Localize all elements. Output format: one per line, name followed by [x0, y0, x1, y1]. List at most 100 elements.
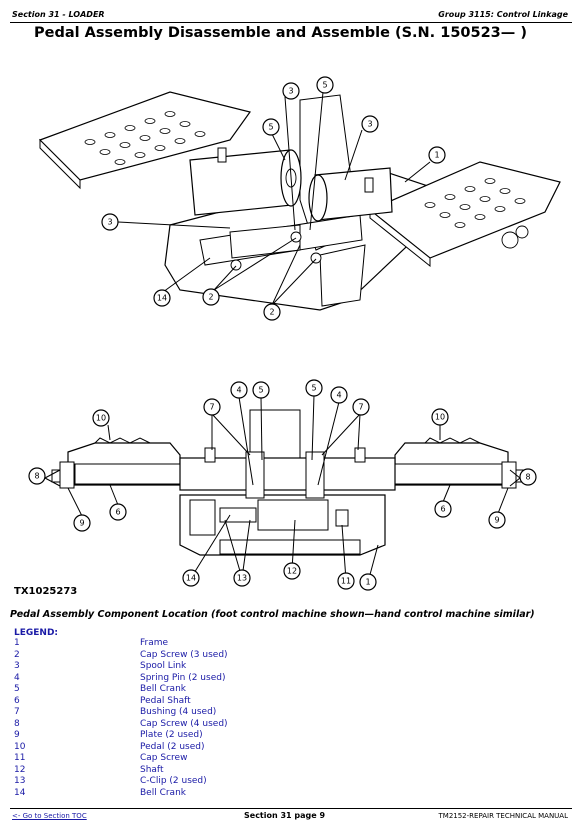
page-title: Pedal Assembly Disassemble and Assemble … [34, 25, 527, 41]
svg-text:5: 5 [268, 123, 273, 132]
svg-text:9: 9 [79, 519, 84, 528]
callout-3-top-a: 3 [282, 82, 300, 100]
legend-item: 9 Plate (2 used) [14, 730, 314, 742]
section-header: Section 31 - LOADER [12, 10, 105, 19]
figure-caption: Pedal Assembly Component Location (foot … [10, 609, 535, 620]
legend-num: 2 [14, 649, 20, 660]
legend-num: 5 [14, 684, 20, 694]
svg-text:5: 5 [311, 384, 316, 393]
svg-text:14: 14 [186, 574, 196, 583]
svg-text:2: 2 [208, 293, 213, 302]
callout-12-front: 12 [283, 562, 301, 580]
svg-text:2: 2 [269, 308, 274, 317]
legend-item: 4 Spring Pin (2 used) [14, 673, 314, 685]
header-divider [10, 22, 572, 23]
svg-text:3: 3 [288, 87, 293, 96]
pedal-assembly-illustration: 1 3 5 3 5 3 14 2 2 [28, 76, 561, 591]
iso-pedal-shaft [189, 147, 393, 271]
callout-6-right: 6 [434, 500, 452, 518]
legend-label: Spring Pin (2 used) [140, 672, 226, 683]
callout-14-front: 14 [182, 569, 200, 587]
iso-leaders [117, 91, 431, 306]
svg-text:6: 6 [115, 508, 120, 517]
legend-label: Bell Crank [140, 787, 186, 798]
svg-text:14: 14 [157, 294, 167, 303]
svg-text:5: 5 [258, 386, 263, 395]
callout-5-top-b: 5 [262, 118, 280, 136]
legend-item: 5 Bell Crank [14, 684, 314, 696]
legend-num: 3 [14, 661, 20, 671]
svg-text:5: 5 [322, 81, 327, 90]
legend-title: LEGEND: [14, 628, 59, 638]
callout-8-left: 8 [28, 467, 46, 485]
callout-14-top: 14 [153, 289, 171, 307]
front-leaders [44, 394, 521, 583]
callout-4-right: 4 [330, 386, 348, 404]
svg-text:1: 1 [365, 578, 370, 587]
svg-text:13: 13 [237, 574, 247, 583]
go-to-section-toc-link[interactable]: <- Go to Section TOC [12, 812, 87, 820]
callout-3-top-b: 3 [361, 115, 379, 133]
legend-label: Bell Crank [140, 684, 186, 694]
legend-label: Spool Link [140, 661, 187, 671]
iso-left-pedal [38, 91, 252, 190]
front-left-pedal [51, 437, 186, 489]
svg-text:9: 9 [494, 516, 499, 525]
legend-num: 7 [14, 707, 20, 717]
svg-text:8: 8 [34, 472, 39, 481]
legend-item: 7 Bushing (4 used) [14, 707, 314, 719]
callout-1-top: 1 [428, 146, 446, 164]
legend-num: 12 [14, 764, 26, 775]
legend-item: 11 Cap Screw [14, 753, 314, 765]
legend-item: 12 Shaft [14, 765, 314, 777]
callout-10-left: 10 [92, 409, 110, 427]
legend-label: Cap Screw (4 used) [140, 718, 228, 729]
callout-6-left: 6 [109, 503, 127, 521]
svg-text:11: 11 [341, 577, 351, 586]
callout-10-right: 10 [431, 408, 449, 426]
legend-label: Bushing (4 used) [140, 707, 217, 717]
legend-label: Pedal (2 used) [140, 741, 205, 752]
legend-num: 4 [14, 672, 20, 683]
iso-right-pedal [368, 161, 561, 268]
legend-num: 9 [14, 730, 20, 740]
svg-text:6: 6 [440, 505, 445, 514]
legend-label: Plate (2 used) [140, 730, 203, 740]
svg-text:10: 10 [435, 413, 445, 422]
legend-label: Frame [140, 638, 169, 648]
callout-7-right: 7 [352, 398, 370, 416]
callout-1-front: 1 [359, 573, 377, 591]
svg-text:3: 3 [367, 120, 372, 129]
svg-text:8: 8 [525, 473, 530, 482]
legend-label: C-Clip (2 used) [140, 776, 207, 786]
svg-text:3: 3 [107, 218, 112, 227]
legend-item: 3 Spool Link [14, 661, 314, 673]
callout-5-front-left: 5 [252, 381, 270, 399]
callout-11-front: 11 [337, 572, 355, 590]
svg-text:7: 7 [358, 403, 363, 412]
legend-num: 11 [14, 753, 26, 763]
svg-text:10: 10 [96, 414, 106, 423]
svg-text:7: 7 [209, 403, 214, 412]
legend-label: Cap Screw [140, 753, 188, 763]
callout-13-front: 13 [233, 569, 251, 587]
legend-num: 13 [14, 776, 26, 786]
legend-num: 14 [14, 787, 26, 798]
legend-num: 8 [14, 718, 20, 729]
svg-text:12: 12 [287, 567, 297, 576]
manual-title: TM2152-REPAIR TECHNICAL MANUAL [438, 812, 569, 820]
legend-num: 6 [14, 695, 20, 706]
svg-text:4: 4 [336, 391, 341, 400]
callout-2-top-b: 2 [263, 303, 281, 321]
callout-9-left: 9 [73, 514, 91, 532]
callout-5-front-right: 5 [305, 379, 323, 397]
svg-text:1: 1 [434, 151, 439, 160]
callout-3-top-c: 3 [101, 213, 119, 231]
callout-2-top-a: 2 [202, 288, 220, 306]
legend-label: Shaft [140, 764, 164, 775]
legend-item: 14 Bell Crank [14, 788, 314, 800]
